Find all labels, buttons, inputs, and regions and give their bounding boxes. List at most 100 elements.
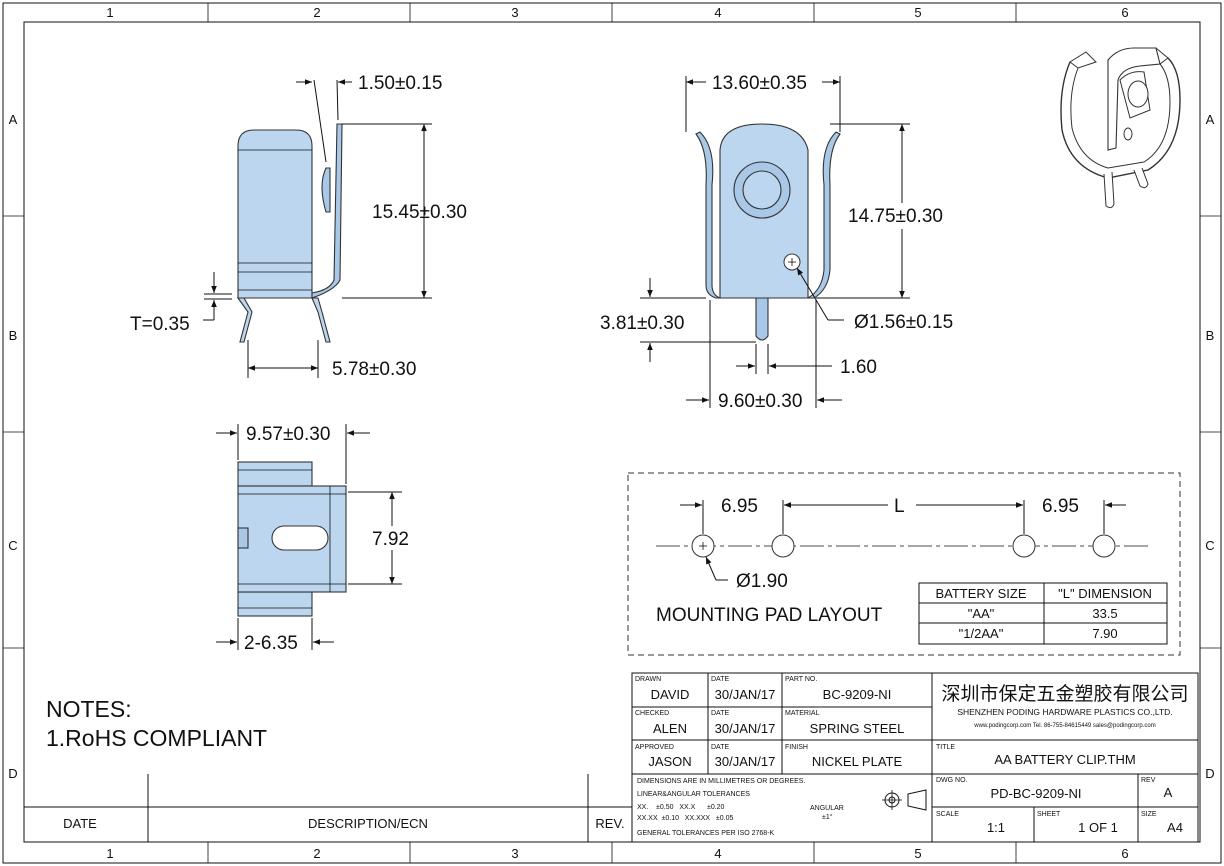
row-label: B: [9, 328, 18, 343]
table-cell: "1/2AA": [959, 626, 1004, 641]
front-height: 14.75±0.30: [848, 206, 943, 227]
col-label: 5: [914, 846, 921, 861]
row-label: A: [9, 112, 18, 127]
side-view: 1.50±0.15 15.45±0.30 T=0.35 5.78±0.30: [130, 73, 467, 380]
table-cell: 33.5: [1092, 606, 1117, 621]
col-label: 3: [511, 846, 518, 861]
row-label: D: [1205, 766, 1214, 781]
bottom-pins: 2-6.35: [244, 633, 298, 654]
projection-symbol-icon: [882, 789, 927, 811]
approved-label: APPROVED: [635, 744, 674, 751]
sheet-label: SHEET: [1037, 811, 1061, 818]
col-label: 6: [1121, 846, 1128, 861]
rev-value: A: [1164, 785, 1173, 800]
notes-heading: NOTES:: [46, 696, 132, 722]
pad-left-offset: 6.95: [721, 496, 758, 517]
pad-layout-title: MOUNTING PAD LAYOUT: [656, 605, 883, 626]
rev-label: REV: [1141, 777, 1156, 784]
approved-date: 30/JAN/17: [715, 754, 776, 769]
material: SPRING STEEL: [810, 721, 905, 736]
size-label: SIZE: [1141, 811, 1157, 818]
drawn-date: 30/JAN/17: [715, 687, 776, 702]
mounting-pad-layout: 6.95 L 6.95 Ø1.90 MOUNTING PAD LAYOUT BA…: [627, 472, 1181, 656]
row-label: C: [8, 538, 17, 553]
row-label: D: [8, 766, 17, 781]
checked-date: 30/JAN/17: [715, 721, 776, 736]
col-label: 2: [313, 846, 320, 861]
table-header: BATTERY SIZE: [935, 586, 1026, 601]
finish: NICKEL PLATE: [812, 754, 903, 769]
dwg-no: PD-BC-9209-NI: [990, 786, 1081, 801]
isometric-view: [1060, 47, 1181, 209]
revision-date-header: DATE: [63, 816, 97, 831]
part-no-label: PART NO.: [785, 676, 817, 683]
col-label: 2: [313, 5, 320, 20]
revision-description-header: DESCRIPTION/ECN: [308, 816, 428, 831]
size-value: A4: [1167, 820, 1183, 835]
notes-line: 1.RoHS COMPLIANT: [46, 725, 267, 751]
title-label: TITLE: [936, 744, 955, 751]
title-block: DRAWN DAVID DATE 30/JAN/17 PART NO. BC-9…: [631, 672, 1199, 843]
drawn-by: DAVID: [651, 687, 690, 702]
col-label: 4: [714, 846, 721, 861]
company-name-en: SHENZHEN PODING HARDWARE PLASTICS CO.,LT…: [957, 707, 1172, 717]
front-pin-width: 1.60: [840, 357, 877, 378]
pad-center-distance: L: [894, 496, 905, 517]
drawn-label: DRAWN: [635, 676, 661, 683]
side-height: 15.45±0.30: [372, 202, 467, 223]
drawing-title: AA BATTERY CLIP.THM: [994, 752, 1135, 767]
side-thickness-top: 1.50±0.15: [358, 73, 442, 94]
front-pin-length: 3.81±0.30: [600, 313, 684, 334]
tolerance-row: XX. ±0.50 XX.X ±0.20: [637, 804, 725, 811]
col-label: 3: [511, 5, 518, 20]
angular-label: ANGULAR: [810, 805, 844, 812]
row-label: B: [1206, 328, 1215, 343]
revision-block: DATE DESCRIPTION/ECN REV.: [24, 774, 632, 842]
approved-by: JASON: [648, 754, 691, 769]
pad-hole: Ø1.90: [736, 571, 788, 592]
table-cell: "AA": [968, 606, 995, 621]
sheet-value: 1 OF 1: [1078, 820, 1118, 835]
col-label: 5: [914, 5, 921, 20]
part-no: BC-9209-NI: [823, 687, 892, 702]
notes: NOTES: 1.RoHS COMPLIANT: [46, 696, 267, 751]
dimensions-note: DIMENSIONS ARE IN MILLIMETRES OR DEGREES…: [637, 778, 805, 785]
angular-tolerance: ±1°: [822, 813, 833, 821]
company-contact: www.podingcorp.com Tel. 86-755-84615449 …: [973, 723, 1155, 729]
date-label: DATE: [711, 676, 729, 683]
checked-by: ALEN: [653, 721, 687, 736]
finish-label: FINISH: [785, 744, 808, 751]
pad-right-offset: 6.95: [1042, 496, 1079, 517]
battery-size-table: BATTERY SIZE "L" DIMENSION "AA" 33.5 "1/…: [918, 582, 1168, 645]
scale-value: 1:1: [987, 820, 1005, 835]
col-label: 4: [714, 5, 721, 20]
row-label: C: [1205, 538, 1214, 553]
revision-rev-header: REV.: [595, 816, 624, 831]
general-tolerance: GENERAL TOLERANCES PER ISO 2768-K: [637, 830, 775, 837]
side-thickness: T=0.35: [130, 314, 190, 335]
tolerance-note: LINEAR&ANGULAR TOLERANCES: [637, 791, 750, 798]
bottom-height: 7.92: [372, 529, 409, 550]
col-label: 6: [1121, 5, 1128, 20]
side-pin-spacing: 5.78±0.30: [332, 359, 416, 380]
scale-label: SCALE: [936, 811, 959, 818]
front-width: 13.60±0.35: [712, 73, 807, 94]
bottom-width: 9.57±0.30: [246, 424, 330, 445]
row-label: A: [1206, 112, 1215, 127]
table-header: "L" DIMENSION: [1058, 586, 1152, 601]
col-label: 1: [106, 5, 113, 20]
front-base-width: 9.60±0.30: [718, 391, 802, 412]
date-label: DATE: [711, 710, 729, 717]
col-label: 1: [106, 846, 113, 861]
company-name-cn: 深圳市保定五金塑胶有限公司: [941, 683, 1188, 705]
date-label: DATE: [711, 744, 729, 751]
table-cell: 7.90: [1092, 626, 1117, 641]
material-label: MATERIAL: [785, 710, 820, 717]
checked-label: CHECKED: [635, 710, 669, 717]
bottom-view: 9.57±0.30 7.92 2-6.35: [216, 424, 414, 654]
tolerance-row: XX.XX ±0.10 XX.XXX ±0.05: [637, 815, 734, 822]
dwg-no-label: DWG NO.: [936, 777, 968, 784]
front-hole: Ø1.56±0.15: [854, 312, 953, 333]
